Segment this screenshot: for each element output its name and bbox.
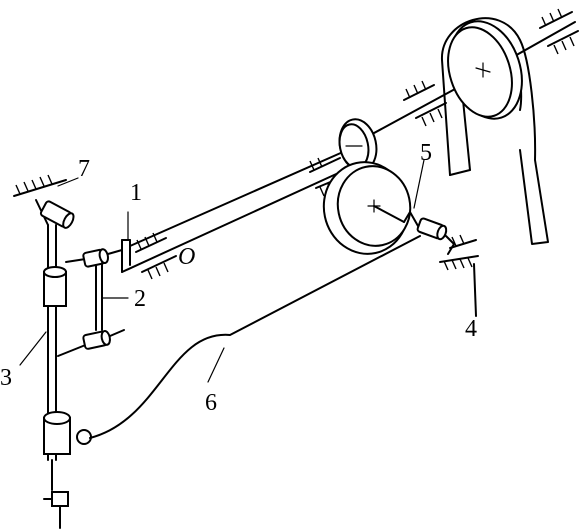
label-O: O <box>178 244 195 270</box>
label-2: 2 <box>134 286 146 312</box>
rod-bottom-block <box>51 491 69 507</box>
main-shaft <box>121 147 353 280</box>
connecting-rod-6 <box>89 235 421 439</box>
label-1: 1 <box>130 180 142 206</box>
leader-lines <box>19 159 425 383</box>
label-6: 6 <box>205 390 217 416</box>
linkage-1-2 <box>57 239 131 357</box>
label-3: 3 <box>0 365 12 391</box>
label-4: 4 <box>465 316 477 342</box>
label-7: 7 <box>78 156 90 182</box>
pulley-belt <box>440 17 549 245</box>
gear-5 <box>309 157 448 255</box>
upper-sleeve <box>43 266 67 307</box>
small-gear <box>338 118 378 172</box>
lower-sleeve <box>43 411 92 455</box>
support-7 <box>13 174 75 229</box>
support-4 <box>439 234 479 317</box>
label-5: 5 <box>420 140 432 166</box>
